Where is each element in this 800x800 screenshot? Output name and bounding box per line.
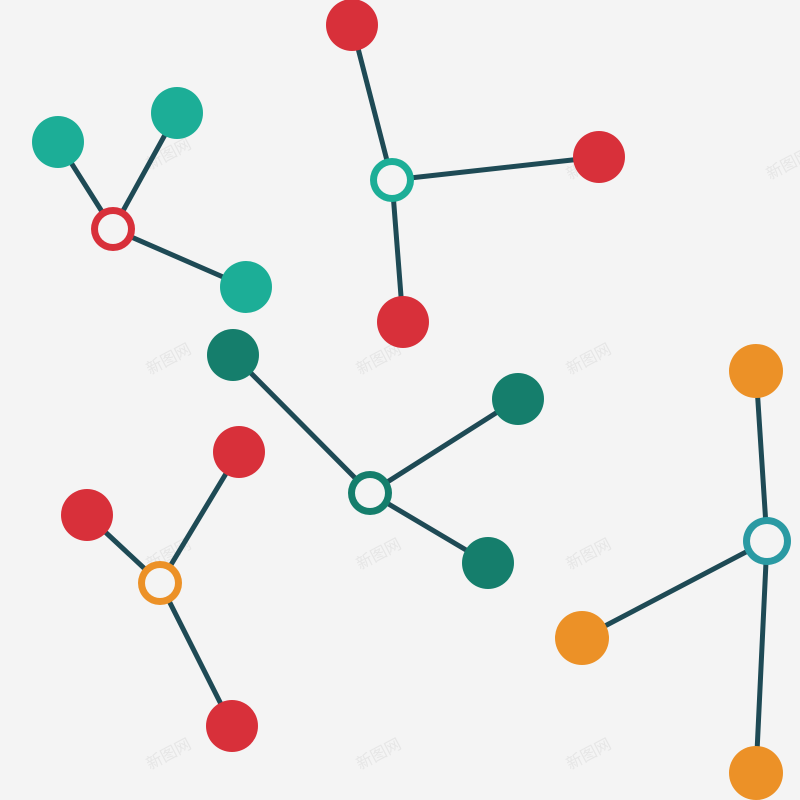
bond-line xyxy=(157,580,235,729)
atom-node xyxy=(151,87,203,139)
bond-line xyxy=(753,538,770,776)
bond-line xyxy=(579,538,770,641)
watermark-text: 新图网 xyxy=(143,134,194,173)
molecule-dark-teal-hub xyxy=(207,329,544,589)
watermark-text: 新图网 xyxy=(353,734,404,773)
bond-line xyxy=(389,154,602,183)
atom-node xyxy=(61,489,113,541)
atom-node xyxy=(462,537,514,589)
bond-line xyxy=(349,22,395,183)
atom-node xyxy=(206,700,258,752)
hub-center xyxy=(750,524,784,558)
atom-node xyxy=(573,131,625,183)
atom-node xyxy=(377,296,429,348)
atom-node xyxy=(729,746,783,800)
watermark-text: 新图网 xyxy=(143,339,194,378)
hub-center xyxy=(355,478,385,508)
molecule-teal-hub-top xyxy=(326,0,625,348)
hub-center xyxy=(145,568,175,598)
molecule-cyan-hub xyxy=(555,344,791,800)
molecules-layer xyxy=(32,0,791,800)
watermark-text: 新图网 xyxy=(563,734,614,773)
bond-line xyxy=(367,396,521,496)
atom-node xyxy=(492,373,544,425)
molecule-orange-hub xyxy=(61,426,265,752)
watermark-text: 新图网 xyxy=(143,734,194,773)
atom-node xyxy=(213,426,265,478)
molecule-red-hub xyxy=(32,87,272,313)
watermark-text: 新图网 xyxy=(763,144,800,183)
watermark-text: 新图网 xyxy=(563,534,614,573)
atom-node xyxy=(220,261,272,313)
hub-center xyxy=(377,165,407,195)
bond-line xyxy=(753,368,770,544)
atom-node xyxy=(207,329,259,381)
atom-node xyxy=(326,0,378,51)
hub-center xyxy=(98,214,128,244)
watermark-text: 新图网 xyxy=(563,339,614,378)
atom-node xyxy=(555,611,609,665)
atom-node xyxy=(32,116,84,168)
atom-node xyxy=(729,344,783,398)
bond-line xyxy=(230,352,373,496)
watermark-text: 新图网 xyxy=(353,534,404,573)
